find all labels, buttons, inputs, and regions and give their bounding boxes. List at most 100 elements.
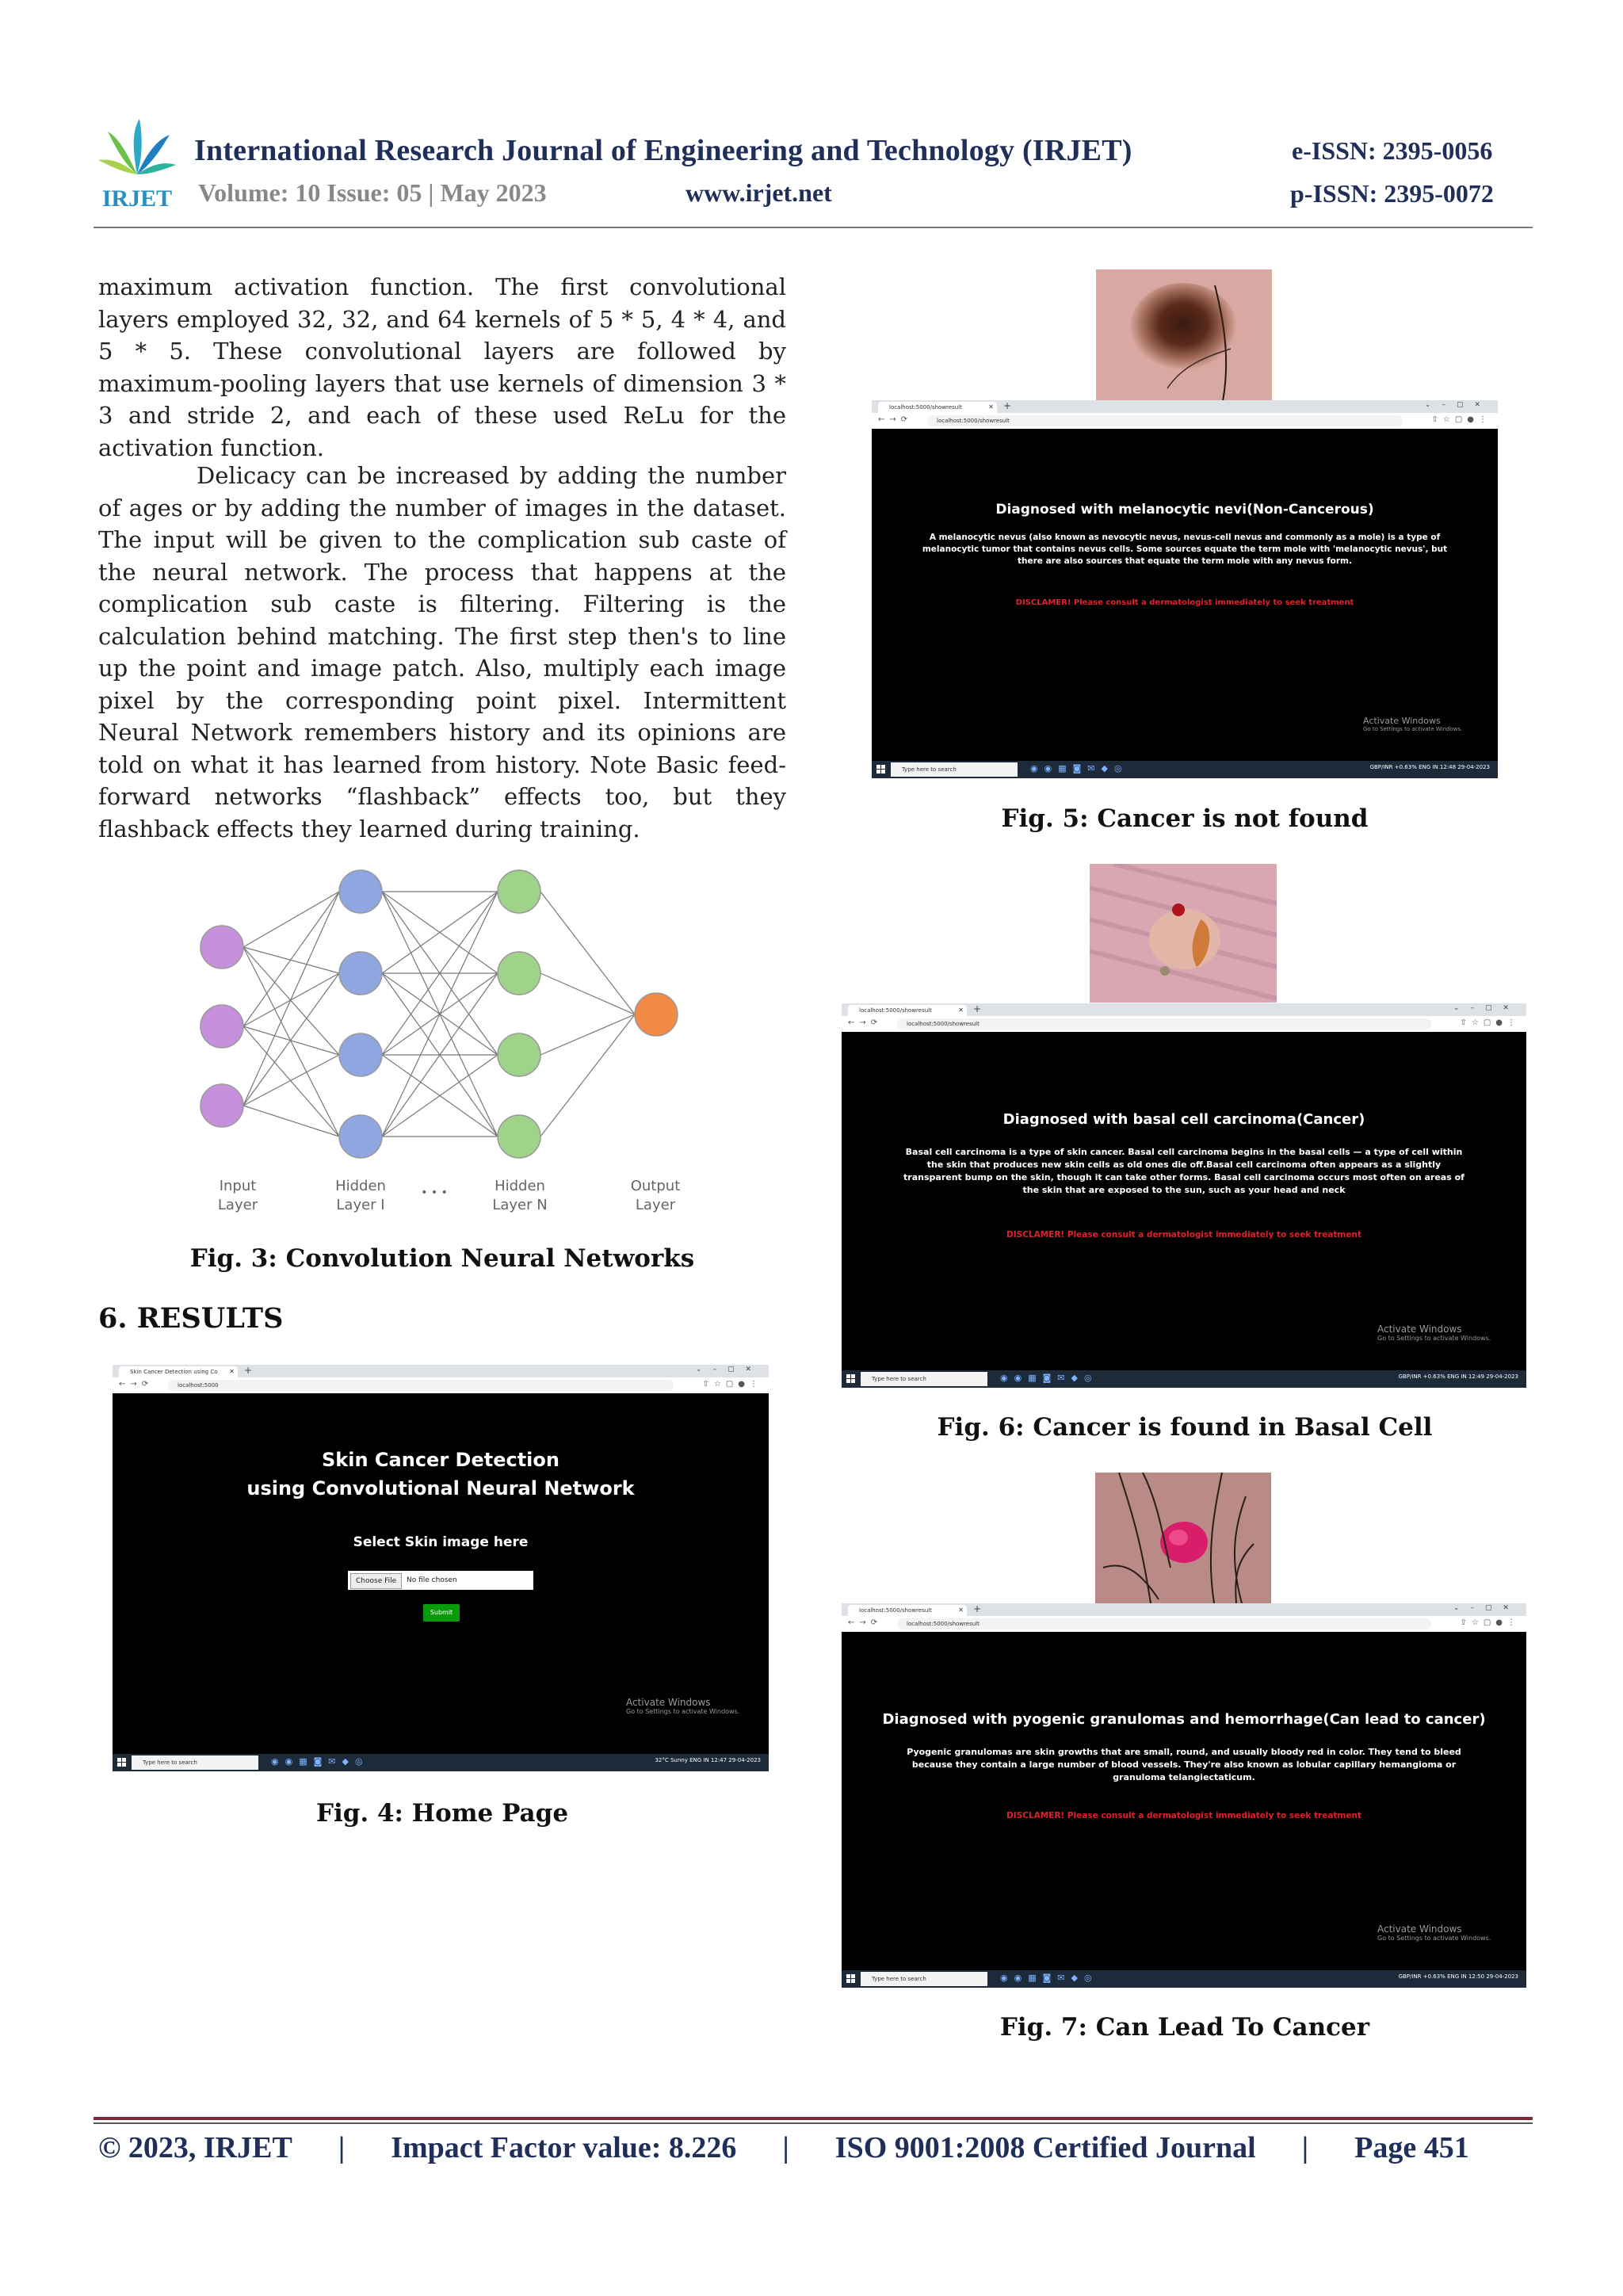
file-input[interactable]: Choose File No file chosen (348, 1571, 533, 1590)
no-file-text: No file chosen (407, 1576, 457, 1584)
page-footer: © 2023, IRJET|Impact Factor value: 8.226… (98, 2130, 1469, 2165)
windows-taskbar: Type here to search ◉◉▦◙✉◆◎ GBP/INR +0.6… (872, 761, 1498, 778)
figure-5-caption: Fig. 5: Cancer is not found (1001, 804, 1369, 833)
close-tab-icon: ✕ (988, 403, 994, 411)
nn-connection (242, 891, 340, 948)
browser-tab[interactable]: localhost:5000/showresult✕ (848, 1605, 967, 1616)
nn-connection (242, 1026, 340, 1056)
journal-website-link[interactable]: www.irjet.net (685, 178, 832, 207)
nn-connection (540, 972, 636, 1015)
browser-tab-bar: Skin Cancer Detection using Co✕ + ⌄–▢✕ (113, 1365, 769, 1377)
header-divider (94, 227, 1533, 228)
browser-actions-icon[interactable]: ⇧☆▢●⋮ (702, 1380, 762, 1389)
address-bar: ←→⟳ localhost:5000/showresult ⇧☆▢●⋮ (872, 413, 1498, 430)
new-tab-icon[interactable]: + (973, 1603, 982, 1614)
output-node (634, 992, 678, 1037)
hiddenN-node (497, 869, 541, 914)
windows-start-icon[interactable] (117, 1758, 127, 1767)
nn-connection (242, 972, 340, 1106)
taskbar-search-input[interactable]: Type here to search (861, 1372, 987, 1386)
taskbar-search-input[interactable]: Type here to search (861, 1972, 987, 1986)
disclaimer-text: DISCLAMER! Please consult a dermatologis… (1015, 598, 1354, 607)
taskbar-search-input[interactable]: Type here to search (891, 762, 1018, 777)
taskbar-tray: GBP/INR +0.63% ENG IN 12:49 29-04-2023 (1398, 1373, 1518, 1380)
result-screenshot-granuloma: localhost:5000/showresult✕ + ⌄–▢✕ ←→⟳ lo… (842, 1603, 1526, 1988)
taskbar-app-icons[interactable]: ◉◉▦◙✉◆◎ (1000, 1973, 1098, 1983)
neural-network-diagram (200, 869, 678, 1159)
nn-connection (540, 1014, 636, 1137)
result-screenshot-nevi: localhost:5000/showresult✕ + ⌄–▢✕ ←→⟳ lo… (872, 400, 1498, 778)
new-tab-icon[interactable]: + (973, 1003, 982, 1014)
window-controls-icon[interactable]: ⌄–▢✕ (1424, 401, 1491, 409)
new-tab-icon[interactable]: + (244, 1365, 253, 1376)
nn-connection (381, 891, 498, 1056)
choose-file-button[interactable]: Choose File (350, 1573, 403, 1589)
taskbar-search-input[interactable]: Type here to search (132, 1755, 258, 1770)
taskbar-tray: GBP/INR +0.63% ENG IN 12:50 29-04-2023 (1398, 1973, 1518, 1980)
logo-text: IRJET (102, 185, 172, 212)
windows-start-icon[interactable] (846, 1974, 856, 1984)
basal-cell-skin-image (1089, 861, 1277, 1003)
url-field[interactable]: localhost:5000/showresult (897, 1018, 1431, 1030)
irjet-logo: IRJET (94, 117, 181, 212)
windows-taskbar: Type here to search ◉◉▦◙✉◆◎ GBP/INR +0.6… (842, 1970, 1526, 1988)
nn-connection (242, 1054, 340, 1106)
figure-3-caption: Fig. 3: Convolution Neural Networks (189, 1244, 695, 1273)
diagnosis-title: Diagnosed with melanocytic nevi(Non-Canc… (995, 502, 1374, 518)
nav-arrows-icon[interactable]: ←→⟳ (848, 1618, 883, 1627)
granuloma-skin-image (1095, 1472, 1271, 1604)
browser-actions-icon[interactable]: ⇧☆▢●⋮ (1460, 1018, 1520, 1027)
browser-tab-bar: localhost:5000/showresult✕ + ⌄–▢✕ (842, 1003, 1526, 1016)
browser-actions-icon[interactable]: ⇧☆▢●⋮ (1431, 415, 1491, 424)
submit-button[interactable]: Submit (423, 1604, 460, 1622)
diagnosis-description: Basal cell carcinoma is a type of skin c… (903, 1147, 1465, 1195)
url-field[interactable]: localhost:5000 (168, 1380, 674, 1391)
address-bar: ←→⟳ localhost:5000/showresult ⇧☆▢●⋮ (842, 1016, 1526, 1033)
taskbar-app-icons[interactable]: ◉◉▦◙✉◆◎ (1000, 1373, 1098, 1383)
window-controls-icon[interactable]: ⌄–▢✕ (695, 1366, 762, 1373)
activate-windows-watermark: Activate Windows Go to Settings to activ… (1377, 1324, 1491, 1342)
windows-taskbar: Type here to search ◉◉▦◙✉◆◎ 32°C Sunny E… (113, 1754, 769, 1771)
footer-separator: | (1301, 2131, 1309, 2164)
taskbar-app-icons[interactable]: ◉◉▦◙✉◆◎ (271, 1756, 369, 1767)
url-field[interactable]: localhost:5000/showresult (897, 1618, 1431, 1629)
mole-skin-image (1096, 269, 1272, 402)
nn-connection (242, 891, 340, 1027)
journal-title: International Research Journal of Engine… (194, 134, 1132, 167)
new-tab-icon[interactable]: + (1003, 400, 1012, 411)
nn-connection (381, 891, 498, 1137)
activate-windows-watermark: Activate Windows Go to Settings to activ… (1377, 1924, 1491, 1942)
activate-windows-watermark: Activate Windows Go to Settings to activ… (1363, 716, 1463, 732)
nav-arrows-icon[interactable]: ←→⟳ (119, 1380, 154, 1389)
figure-4-caption: Fig. 4: Home Page (315, 1799, 569, 1828)
browser-tab[interactable]: localhost:5000/showresult✕ (878, 402, 997, 413)
footer-separator: | (782, 2131, 789, 2164)
page-content: Diagnosed with basal cell carcinoma(Canc… (842, 1032, 1526, 1370)
logo-leaves-icon (98, 119, 176, 174)
input-node (200, 1004, 244, 1049)
window-controls-icon[interactable]: ⌄–▢✕ (1453, 1004, 1520, 1012)
ellipsis-label: • • • (421, 1186, 448, 1199)
browser-tab[interactable]: Skin Cancer Detection using Co✕ (119, 1366, 238, 1377)
windows-start-icon[interactable] (876, 765, 886, 774)
pissn: p-ISSN: 2395-0072 (1290, 179, 1494, 208)
windows-start-icon[interactable] (846, 1374, 856, 1384)
url-field[interactable]: localhost:5000/showresult (927, 415, 1403, 426)
nav-arrows-icon[interactable]: ←→⟳ (848, 1018, 883, 1027)
nav-arrows-icon[interactable]: ←→⟳ (878, 415, 913, 424)
footer-page-number: Page 451 (1354, 2131, 1469, 2164)
browser-tab[interactable]: localhost:5000/showresult✕ (848, 1005, 967, 1016)
address-bar: ←→⟳ localhost:5000/showresult ⇧☆▢●⋮ (842, 1616, 1526, 1633)
browser-actions-icon[interactable]: ⇧☆▢●⋮ (1460, 1618, 1520, 1627)
close-tab-icon: ✕ (958, 1606, 964, 1614)
home-page-screenshot: Skin Cancer Detection using Co✕ + ⌄–▢✕ ←… (113, 1365, 769, 1771)
taskbar-app-icons[interactable]: ◉◉▦◙✉◆◎ (1030, 763, 1128, 774)
window-controls-icon[interactable]: ⌄–▢✕ (1453, 1604, 1520, 1612)
page-content: Diagnosed with melanocytic nevi(Non-Canc… (872, 429, 1498, 761)
